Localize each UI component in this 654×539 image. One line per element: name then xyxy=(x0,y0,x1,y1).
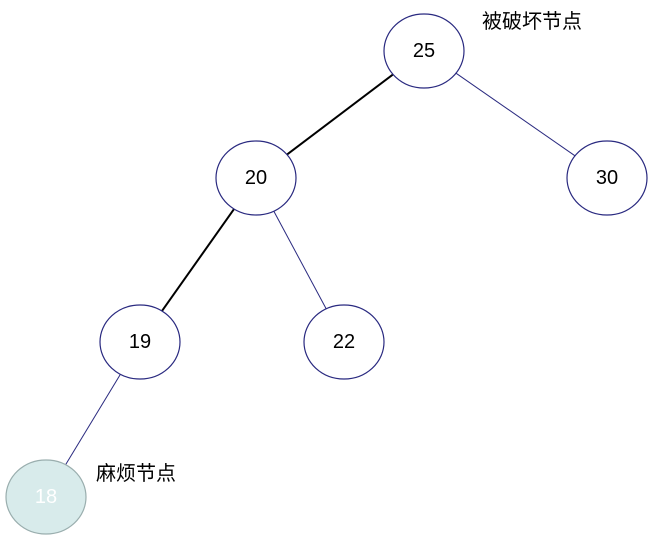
damaged-node-label: 被破坏节点 xyxy=(482,9,582,33)
node-value: 30 xyxy=(596,167,618,189)
edge-n20-n22 xyxy=(273,210,327,310)
node-value: 20 xyxy=(245,167,267,189)
edge-n25-n20 xyxy=(286,73,394,156)
edge-n20-n19 xyxy=(161,208,235,312)
tree-node-30: 30 xyxy=(566,140,648,216)
trouble-node-label: 麻烦节点 xyxy=(96,461,176,485)
node-circle xyxy=(99,304,181,380)
node-circle xyxy=(215,140,297,216)
tree-node-19: 19 xyxy=(99,304,181,380)
tree-node-20: 20 xyxy=(215,140,297,216)
node-value: 18 xyxy=(35,486,57,508)
tree-node-22: 22 xyxy=(303,304,385,380)
node-circle xyxy=(303,304,385,380)
edge-n19-n18 xyxy=(65,374,121,465)
node-circle xyxy=(383,13,465,89)
node-value: 19 xyxy=(129,331,151,353)
node-value: 25 xyxy=(413,40,435,62)
node-value: 22 xyxy=(333,331,355,353)
node-circle xyxy=(5,459,87,535)
tree-node-18: 18 xyxy=(5,459,87,535)
edge-n25-n30 xyxy=(455,72,576,157)
tree-node-25: 25 xyxy=(383,13,465,89)
node-circle xyxy=(566,140,648,216)
